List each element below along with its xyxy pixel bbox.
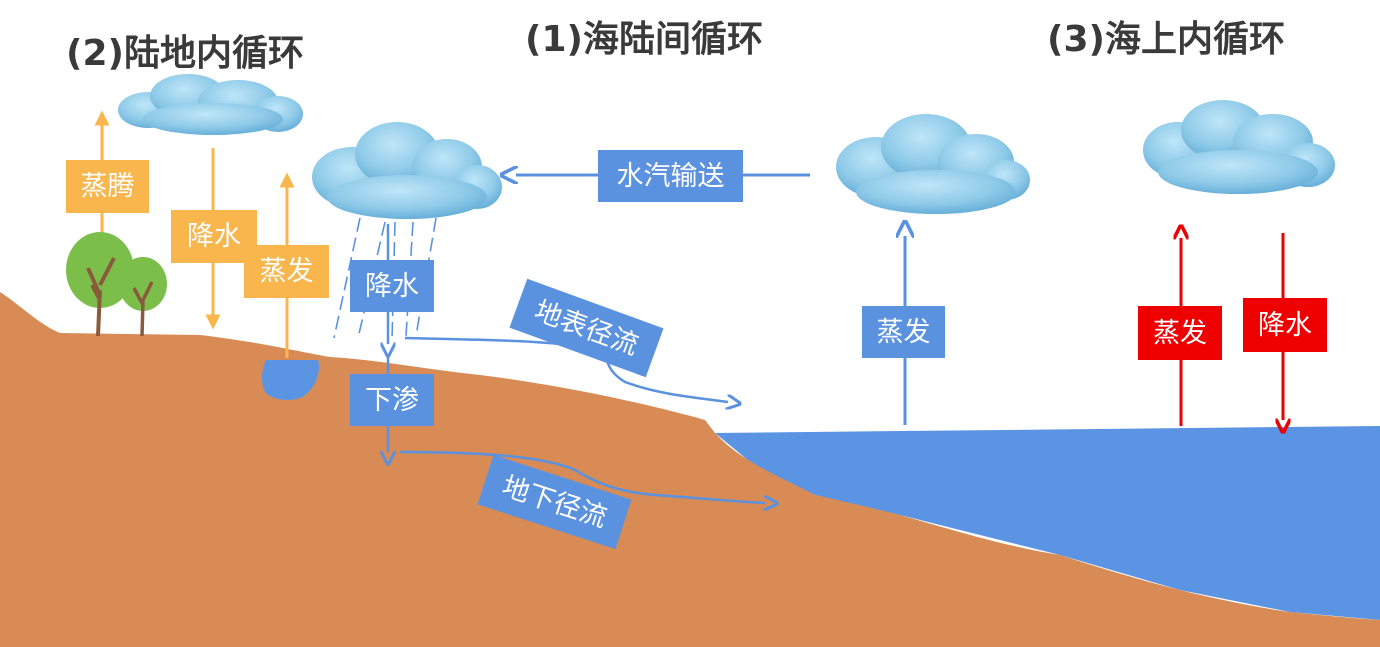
sea-loop-title: (3)海上内循环 <box>1047 19 1285 60</box>
cloud-icon <box>1143 100 1335 194</box>
vapor-transport-label: 水汽输送 <box>598 150 743 202</box>
sea-evaporation-label: 蒸发 <box>1138 306 1222 360</box>
land-loop-title: (2)陆地内循环 <box>66 33 304 74</box>
land-precipitation-label: 降水 <box>171 210 257 263</box>
cloud-icon <box>312 122 502 219</box>
tree-icon <box>119 257 167 337</box>
cloud-icon <box>118 74 303 135</box>
land-evaporation-label: 蒸发 <box>244 245 329 298</box>
cloud-icon <box>836 114 1030 214</box>
ocean-evaporation-label: 蒸发 <box>862 306 945 358</box>
tree-icon <box>66 232 134 337</box>
infiltration-label: 下渗 <box>350 374 434 426</box>
ocean <box>715 426 1380 620</box>
pond <box>262 360 320 400</box>
sea-precipitation-label: 降水 <box>1243 298 1327 352</box>
groundwater-runoff-arrow <box>399 450 765 503</box>
land <box>0 292 1380 647</box>
sea-land-loop-title: (1)海陆间循环 <box>525 19 763 60</box>
transpiration-label: 蒸腾 <box>66 160 149 213</box>
sea-land-precipitation-label: 降水 <box>350 260 434 312</box>
rain-lines <box>333 217 437 341</box>
